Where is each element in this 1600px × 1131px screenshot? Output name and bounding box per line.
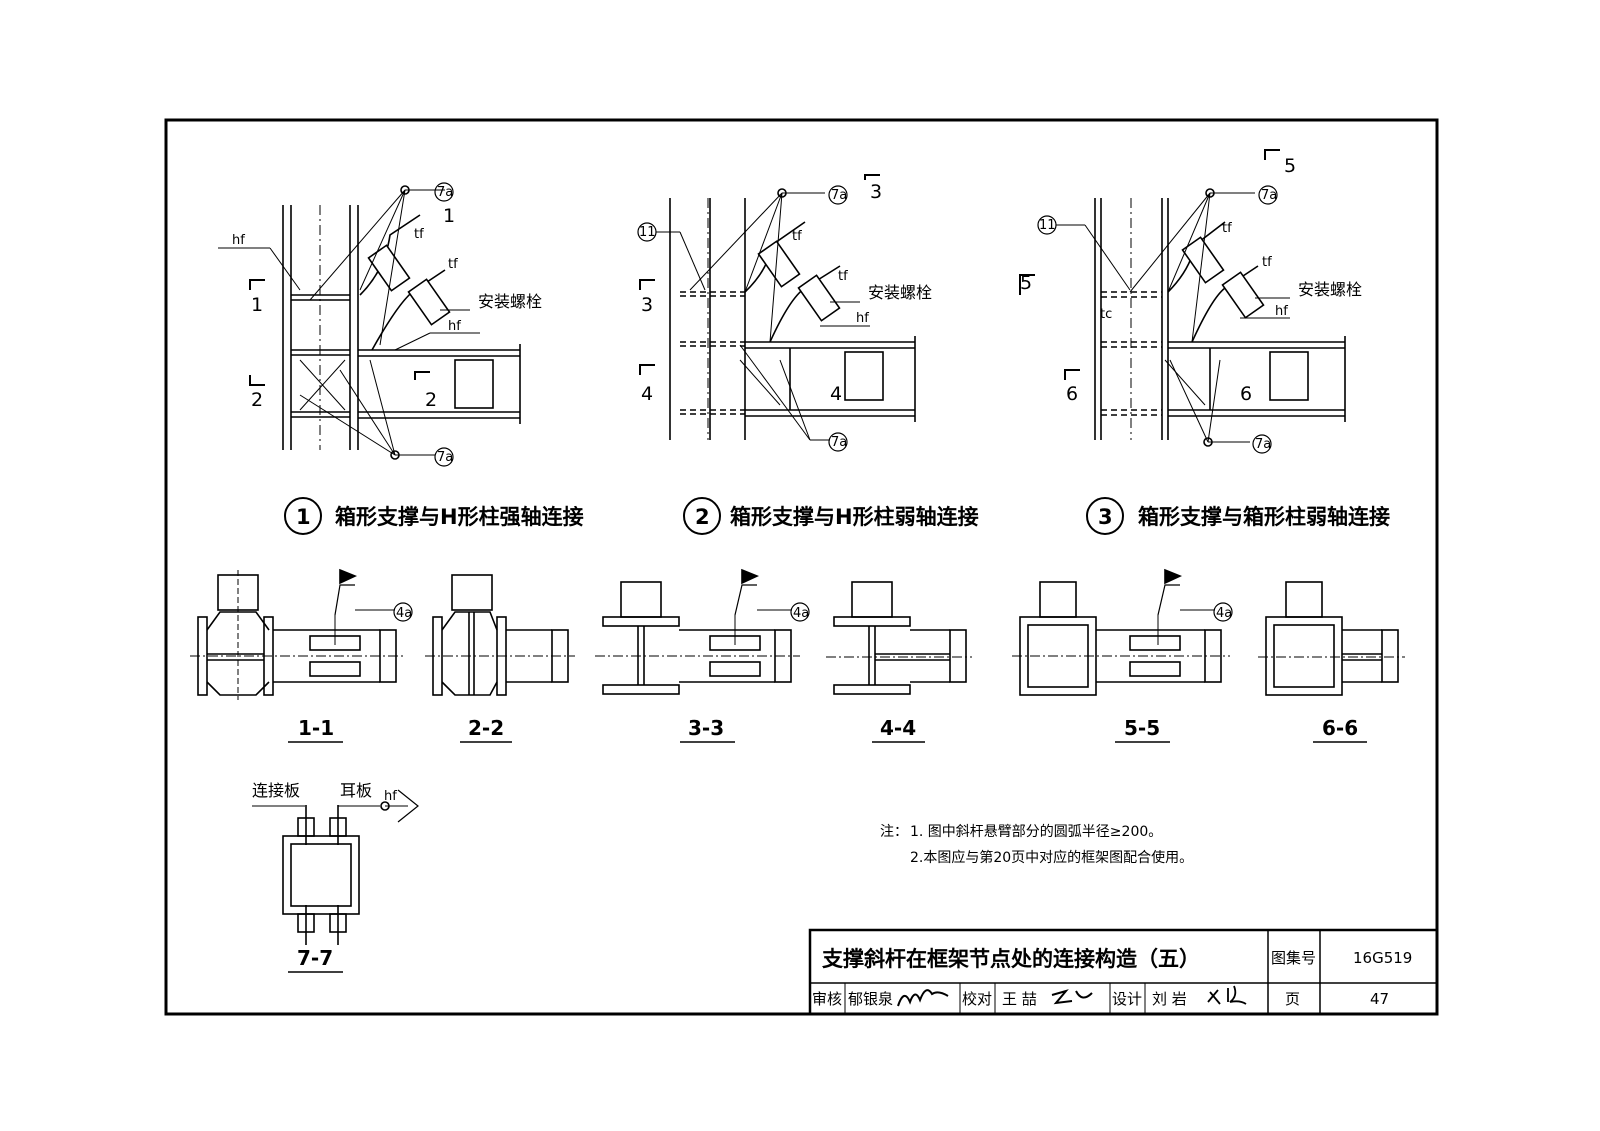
section-7-7-hf: hf (384, 789, 397, 804)
section-mark-3-left: 3 (641, 294, 653, 316)
section-7-7-drawing (252, 789, 419, 945)
detail-2-tf-1: tf (792, 229, 802, 244)
detail-2-caption: 箱形支撑与H形柱弱轴连接 (730, 505, 979, 529)
section-mark-6-left: 6 (1066, 383, 1078, 405)
reviewer-signature (897, 989, 949, 1007)
section-mark-6-right: 6 (1240, 383, 1252, 405)
section-7-7-connect-plate: 连接板 (252, 781, 300, 800)
title-block-atlas-label: 图集号 (1271, 949, 1316, 967)
section-mark-5-top: 5 (1284, 155, 1296, 177)
sheet-border (164, 118, 1439, 1016)
title-block-reviewer: 郁银泉 (848, 990, 893, 1008)
section-5-5-drawing (1012, 568, 1233, 696)
section-2-2-label: 2-2 (468, 716, 504, 740)
title-block-title: 支撑斜杆在框架节点处的连接构造（五） (822, 947, 1200, 971)
title-block-frame (808, 928, 1439, 1016)
detail-2-install-bolt: 安装螺栓 (868, 283, 932, 302)
detail-1-caption: 箱形支撑与H形柱强轴连接 (335, 505, 584, 529)
section-mark-5-left: 5 (1020, 272, 1032, 294)
detail-3-index-circle (1086, 497, 1124, 535)
detail-3-hf: hf (1275, 304, 1288, 319)
checker-signature (1051, 989, 1093, 1005)
section-1-1-label: 1-1 (298, 716, 334, 740)
title-block-check-label: 校对 (962, 990, 992, 1008)
detail-1-elevation (218, 182, 521, 467)
detail-1-tf-1: tf (414, 227, 424, 242)
detail-3-weld-7a-bottom: 7a (1255, 437, 1271, 452)
section-7-7-label: 7-7 (297, 946, 333, 970)
section-7-7-ear-plate: 耳板 (340, 781, 372, 800)
section-mark-2-left: 2 (251, 389, 263, 411)
detail-3-caption: 箱形支撑与箱形柱弱轴连接 (1138, 505, 1390, 529)
title-block-page-label: 页 (1285, 990, 1300, 1008)
detail-1-weld-7a-top: 7a (437, 185, 453, 200)
section-3-3-drawing (595, 568, 810, 695)
notes-prefix: 注： (880, 824, 908, 840)
section-3-3-label: 3-3 (688, 716, 724, 740)
detail-3-tf-2: tf (1262, 255, 1272, 270)
detail-2-weld-7a-bottom: 7a (831, 435, 847, 450)
section-mark-4-right: 4 (830, 383, 842, 405)
detail-1-hf-left: hf (232, 233, 245, 248)
detail-1-hf-right: hf (448, 319, 461, 334)
detail-1-weld-7a-bottom: 7a (437, 450, 453, 465)
title-block-design-label: 设计 (1112, 990, 1142, 1008)
detail-2-elevation (637, 174, 916, 452)
section-mark-3-top: 3 (870, 181, 882, 203)
section-3-3-weld-4a: 4a (793, 606, 809, 621)
section-4-4-label: 4-4 (880, 716, 916, 740)
section-4-4-drawing (826, 581, 972, 695)
note-2: 2.本图应与第20页中对应的框架图配合使用。 (910, 849, 1193, 866)
detail-1-index-circle (284, 497, 322, 535)
note-1: 1. 图中斜杆悬臂部分的圆弧半径≥200。 (910, 824, 1162, 840)
detail-2-tf-2: tf (838, 269, 848, 284)
detail-3-index: 3 (1098, 505, 1113, 529)
section-1-1-drawing (190, 568, 413, 700)
detail-3-install-bolt: 安装螺栓 (1298, 280, 1362, 299)
detail-3-elevation (1019, 149, 1346, 454)
section-mark-2-right: 2 (425, 389, 437, 411)
detail-3-weld-7a-top: 7a (1261, 188, 1277, 203)
detail-3-weld-11: 11 (1039, 218, 1056, 233)
section-5-5-weld-4a: 4a (1216, 606, 1232, 621)
detail-2-weld-7a-top: 7a (831, 188, 847, 203)
detail-2-weld-11: 11 (639, 225, 656, 240)
detail-1-tf-2: tf (448, 257, 458, 272)
section-2-2-drawing (425, 574, 575, 696)
title-block-page-no: 47 (1370, 990, 1389, 1008)
detail-3-tf-1: tf (1222, 221, 1232, 236)
section-1-1-weld-4a: 4a (396, 606, 412, 621)
detail-2-index-circle (683, 497, 721, 535)
section-6-6-label: 6-6 (1322, 716, 1358, 740)
detail-2-index: 2 (695, 505, 710, 529)
title-block-checker: 王 喆 (1002, 990, 1037, 1008)
section-mark-1-left: 1 (251, 294, 263, 316)
detail-1-install-bolt: 安装螺栓 (478, 292, 542, 311)
section-5-5-label: 5-5 (1124, 716, 1160, 740)
section-mark-1-top: 1 (443, 205, 455, 227)
title-block-designer: 刘 岩 (1152, 990, 1187, 1008)
detail-3-tc: tc (1100, 307, 1112, 322)
section-6-6-drawing (1258, 581, 1405, 696)
section-mark-4-left: 4 (641, 383, 653, 405)
detail-2-hf: hf (856, 311, 869, 326)
title-block-atlas-no: 16G519 (1353, 949, 1412, 967)
title-block-review-label: 审核 (812, 990, 842, 1008)
designer-signature (1207, 985, 1247, 1005)
detail-1-index: 1 (296, 505, 311, 529)
